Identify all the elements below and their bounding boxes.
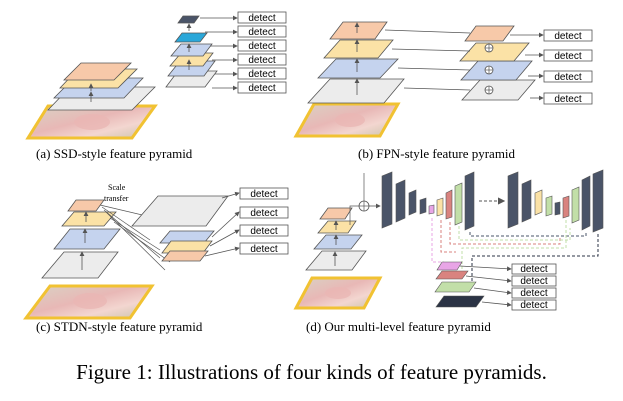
detect-label: detect <box>554 72 581 83</box>
feature-map-4 <box>170 43 213 57</box>
feature-map-1 <box>41 251 119 279</box>
detect-label: detect <box>248 13 275 24</box>
feature-map-5 <box>174 32 208 43</box>
ml-feature-4 <box>435 295 485 308</box>
annotation-scale: Scale <box>108 183 126 192</box>
merged-map-3 <box>459 42 530 62</box>
merge-icon <box>358 200 370 212</box>
detect-arrows <box>204 191 240 257</box>
detect-label: detect <box>248 41 275 52</box>
detect-label: detect <box>248 69 275 80</box>
rose-photo-detail <box>73 293 107 309</box>
feature-map-3 <box>61 211 117 227</box>
feature-map-6 <box>177 15 200 24</box>
detect-label: detect <box>520 288 547 299</box>
detect-label: detect <box>520 300 547 311</box>
feature-map-2 <box>313 234 363 250</box>
panel-a: detect detect detect detect detect detec… <box>25 11 287 161</box>
ml-feature-1 <box>436 261 463 271</box>
panel-caption: (a) SSD-style feature pyramid <box>36 146 193 161</box>
detect-boxes <box>511 263 557 311</box>
detect-label: detect <box>250 226 277 237</box>
merged-map-1 <box>461 79 536 101</box>
detect-label: detect <box>520 264 547 275</box>
detect-label: detect <box>248 83 275 94</box>
annotation-transfer: transfer <box>104 194 129 203</box>
rose-photo-detail <box>335 113 365 127</box>
panel-b: detect detect detect detect (b) FPN-styl… <box>293 21 593 161</box>
detect-label: detect <box>520 276 547 287</box>
feature-map-2 <box>317 58 399 79</box>
feature-map-4 <box>319 207 353 220</box>
detect-label: detect <box>250 189 277 200</box>
detect-label: detect <box>554 51 581 62</box>
tum-module-2 <box>507 169 604 233</box>
detect-boxes <box>237 11 287 94</box>
tum-module-1 <box>381 171 475 231</box>
skip-connection <box>349 205 359 225</box>
feature-map-4 <box>329 21 388 40</box>
detect-boxes <box>543 29 593 105</box>
detect-label: detect <box>250 244 277 255</box>
ml-feature-3 <box>434 281 477 293</box>
feature-map-3 <box>323 39 394 59</box>
rose-photo-detail <box>325 287 351 299</box>
panel-c: Scale transfer detect detect detec <box>23 183 289 334</box>
feature-map-3 <box>317 220 357 234</box>
lateral-connections <box>384 29 471 91</box>
ml-feature-2 <box>435 270 469 280</box>
detect-arrows <box>510 32 544 101</box>
merged-map-4 <box>464 25 515 42</box>
feature-map-4 <box>67 199 105 212</box>
panel-caption: (b) FPN-style feature pyramid <box>358 146 516 161</box>
rose-photo-detail <box>74 114 110 130</box>
feature-map-4 <box>63 62 132 81</box>
feature-map-2 <box>53 228 121 250</box>
transferred-map-large <box>131 195 229 227</box>
figure-caption: Figure 1: Illustrations of four kinds of… <box>76 360 547 384</box>
panel-caption: (d) Our multi-level feature pyramid <box>306 319 491 334</box>
panel-caption: (c) STDN-style feature pyramid <box>36 319 203 334</box>
feature-routes <box>431 218 599 286</box>
feature-map-1 <box>307 78 405 104</box>
transferred-map-4 <box>161 250 209 262</box>
panel-d: detect detect detect detect (d) Our mult… <box>293 169 604 334</box>
merged-map-2 <box>460 60 533 81</box>
detect-boxes <box>239 187 289 255</box>
detect-label: detect <box>554 94 581 105</box>
detect-label: detect <box>248 27 275 38</box>
detect-label: detect <box>250 208 277 219</box>
detect-label: detect <box>554 31 581 42</box>
detect-label: detect <box>248 55 275 66</box>
detect-arrows <box>459 265 512 307</box>
feature-map-1 <box>305 250 367 271</box>
detect-arrows <box>200 15 238 91</box>
